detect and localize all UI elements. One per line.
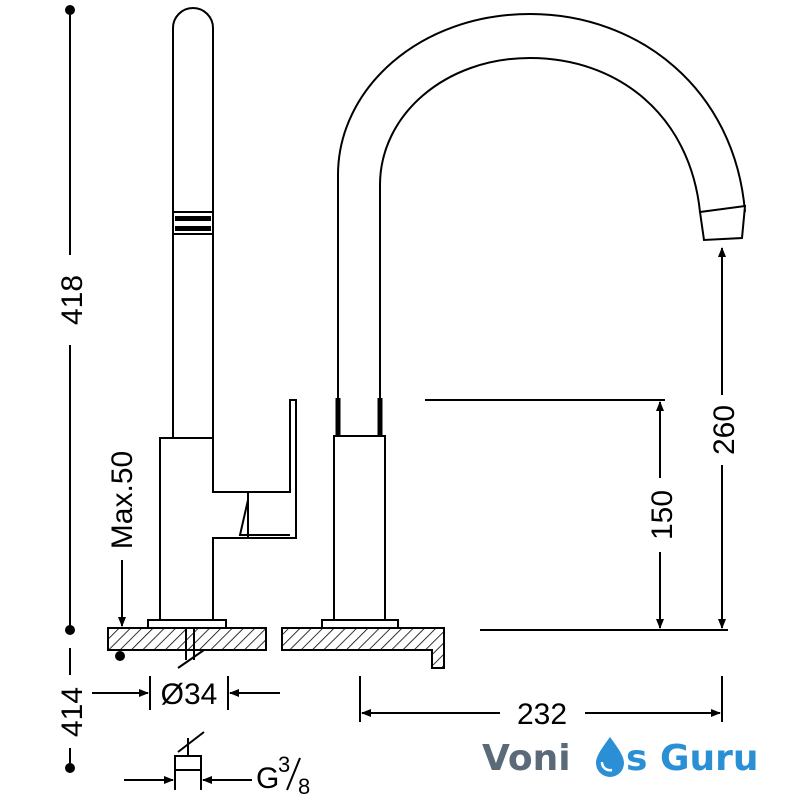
dim-lower-height: 414	[56, 687, 89, 737]
column-outline	[172, 7, 214, 438]
dim-total-height: 418	[56, 275, 89, 325]
countertop	[107, 627, 445, 669]
connector-detail	[124, 731, 252, 790]
right-dimensions	[359, 247, 728, 722]
dim-reach: 232	[517, 698, 567, 731]
base-flange	[147, 619, 227, 629]
spout-tip	[698, 204, 747, 242]
side-view	[147, 7, 297, 629]
logo-part3: Guru	[660, 738, 759, 779]
dim-handle-height: 150	[646, 490, 679, 540]
body-outline	[159, 437, 249, 623]
logo-part2: s	[626, 738, 647, 779]
logo-part1: Voni	[482, 738, 571, 779]
front-view	[321, 12, 747, 629]
thread-numerator: 3	[278, 752, 290, 777]
lever-handle	[247, 399, 297, 539]
dim-hole-diameter: Ø34	[161, 678, 218, 711]
left-dimensions	[65, 5, 126, 773]
dim-spout-height: 260	[708, 405, 741, 455]
thread-denominator: 8	[298, 774, 310, 799]
spout-body	[333, 435, 386, 623]
spout-base	[321, 619, 399, 629]
thread-label: G 3 8	[256, 752, 310, 799]
water-drop-icon	[596, 737, 624, 777]
hole-dimension	[92, 676, 280, 710]
vonios-guru-logo: Voni s Guru	[482, 737, 759, 779]
svg-text:Voni: Voni	[482, 738, 571, 779]
thread-letter: G	[256, 762, 279, 795]
dim-max-deck: Max.50	[106, 451, 139, 549]
svg-text:s Guru: s Guru	[626, 738, 759, 779]
spout-inner	[379, 56, 701, 402]
spout-outer	[337, 12, 746, 402]
